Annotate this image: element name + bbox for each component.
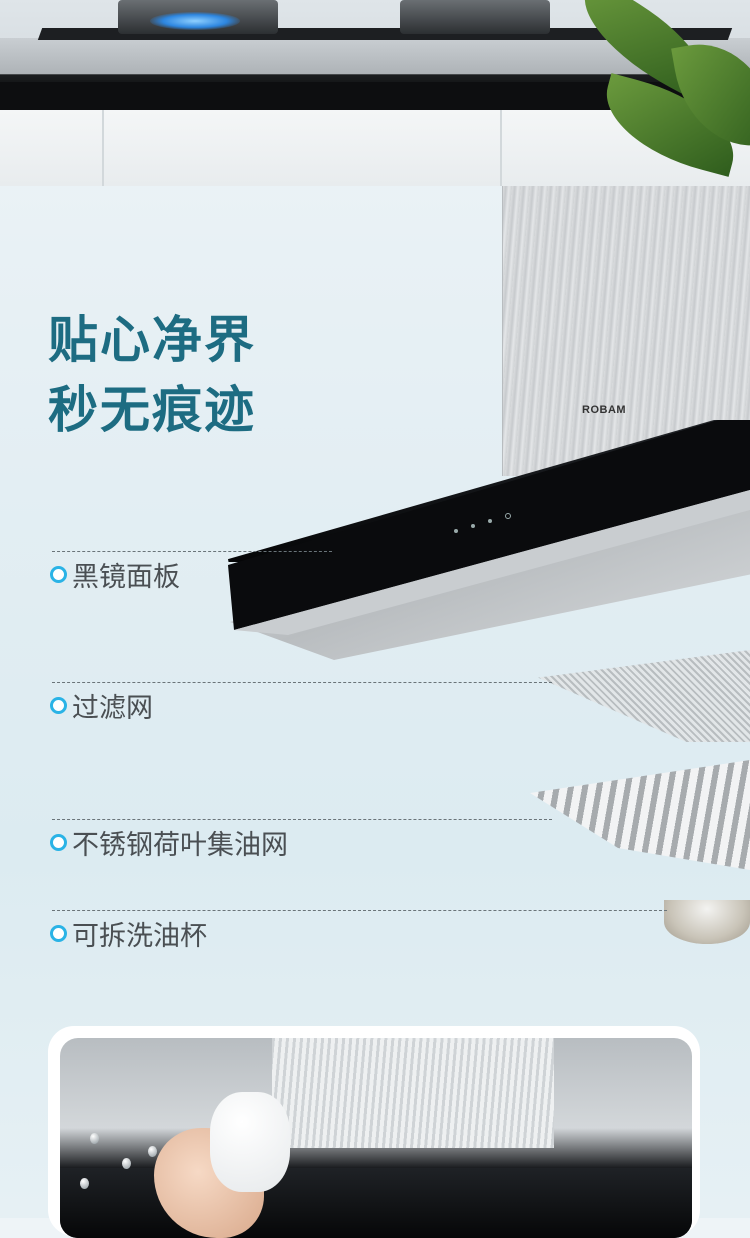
power-icon <box>505 513 511 519</box>
lotus-leaf-grease-net <box>530 760 750 870</box>
touch-control-icon <box>454 529 458 533</box>
kitchen-scene <box>0 0 750 186</box>
ring-dot-icon <box>50 925 67 942</box>
feature-item: 不锈钢荷叶集油网 <box>50 823 288 862</box>
ring-dot-icon <box>50 834 67 851</box>
feature-label: 黑镜面板 <box>72 562 180 593</box>
headline-line-2: 秒无痕迹 <box>48 381 256 439</box>
feature-item: 过滤网 <box>50 686 153 725</box>
feature-item: 可拆洗油杯 <box>50 914 207 953</box>
callout-line <box>52 819 552 820</box>
callout-line <box>52 682 552 683</box>
feature-item: 黑镜面板 <box>50 555 180 594</box>
cabinet-door <box>104 110 502 186</box>
brand-logo: ROBAM <box>582 404 627 416</box>
feature-label: 不锈钢荷叶集油网 <box>72 830 288 861</box>
range-hood-panel-svg <box>228 420 750 635</box>
photo-hood-chimney <box>272 1038 554 1148</box>
touch-control-icon <box>488 519 492 523</box>
cleaning-photo <box>60 1038 692 1238</box>
ring-dot-icon <box>50 566 67 583</box>
cleaning-cloth-image <box>210 1092 290 1192</box>
water-drop-icon <box>80 1178 89 1189</box>
filter-mesh <box>538 650 750 742</box>
callout-line <box>52 910 667 911</box>
stove-burner-right <box>400 0 550 34</box>
oil-cup <box>664 900 750 944</box>
flame-icon <box>150 12 240 30</box>
water-drop-icon <box>90 1133 99 1144</box>
panel-rim <box>234 490 750 635</box>
ring-dot-icon <box>50 697 67 714</box>
panel-face <box>228 420 750 630</box>
feature-label: 过滤网 <box>72 693 153 724</box>
feature-label: 可拆洗油杯 <box>72 921 207 952</box>
water-drop-icon <box>122 1158 131 1169</box>
callout-line <box>52 551 332 552</box>
cabinet-door <box>0 110 104 186</box>
touch-control-icon <box>471 524 475 528</box>
headline-line-1: 贴心净界 <box>48 311 256 369</box>
water-drop-icon <box>148 1146 157 1157</box>
